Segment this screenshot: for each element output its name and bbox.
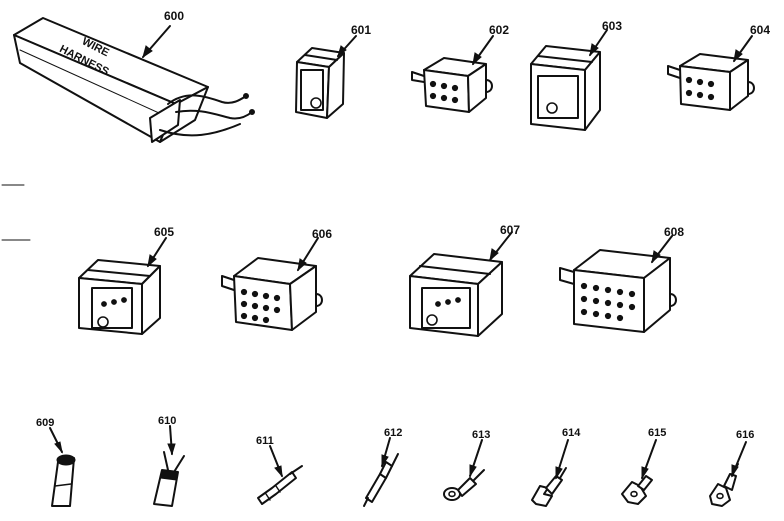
label-607: 607 — [500, 223, 520, 237]
part-616-terminal: 616 — [709, 429, 754, 507]
label-604: 604 — [750, 23, 770, 37]
part-615-terminal: 615 — [621, 427, 666, 505]
part-601-connector: 601 — [295, 23, 371, 119]
part-600-wire-harness-box: WIRE HARNESS 600 — [13, 9, 255, 143]
label-613: 613 — [472, 429, 490, 441]
label-611: 611 — [256, 435, 274, 447]
label-615: 615 — [648, 427, 666, 439]
part-611-terminal: 611 — [256, 435, 303, 505]
part-603-connector: 603 — [530, 19, 622, 131]
part-612-terminal: 612 — [363, 427, 402, 507]
label-602: 602 — [489, 23, 509, 37]
part-608-connector: 608 — [559, 225, 684, 333]
label-603: 603 — [602, 19, 622, 33]
part-606-connector: 606 — [221, 227, 332, 331]
part-610-terminal: 610 — [153, 415, 185, 507]
part-614-terminal: 614 — [531, 427, 581, 507]
part-607-connector: 607 — [409, 223, 520, 337]
label-605: 605 — [154, 225, 174, 239]
label-608: 608 — [664, 225, 684, 239]
part-613-terminal: 613 — [443, 429, 490, 501]
label-616: 616 — [736, 429, 754, 441]
label-601: 601 — [351, 23, 371, 37]
label-600: 600 — [164, 9, 184, 23]
label-610: 610 — [158, 415, 176, 427]
part-609-terminal: 609 — [36, 417, 76, 507]
label-609: 609 — [36, 417, 54, 429]
part-602-connector: 602 — [411, 23, 509, 113]
part-605-connector: 605 — [78, 225, 174, 335]
label-612: 612 — [384, 427, 402, 439]
label-606: 606 — [312, 227, 332, 241]
part-604-connector: 604 — [667, 23, 770, 111]
label-614: 614 — [562, 427, 581, 439]
